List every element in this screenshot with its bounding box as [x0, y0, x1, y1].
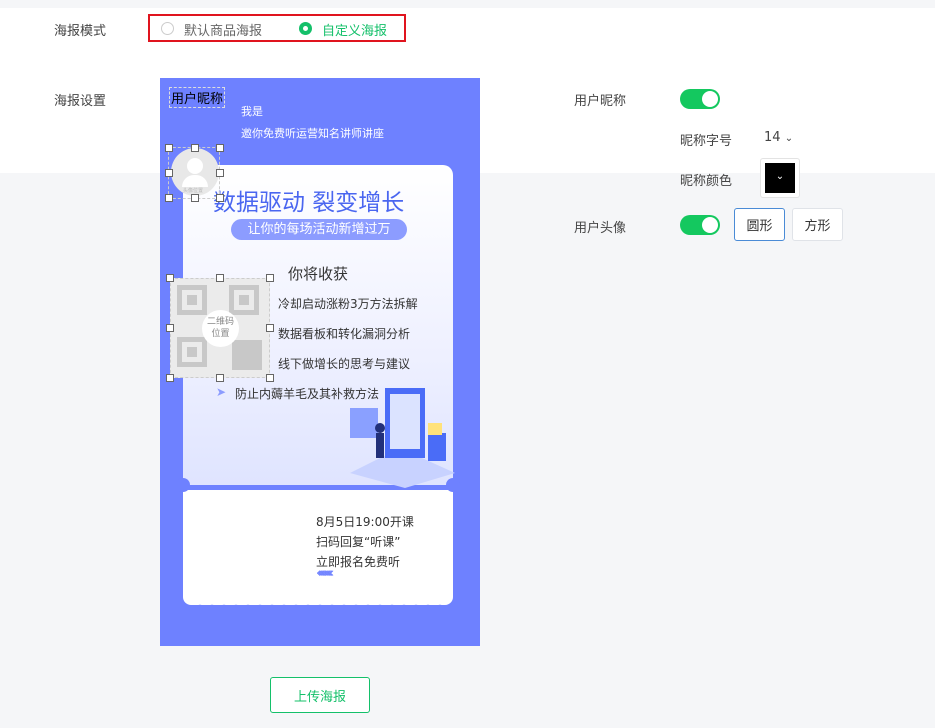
- chevron-down-icon: ⌄: [765, 163, 795, 193]
- poster-gain-title: 你将收获: [288, 265, 349, 283]
- ticket-notch-right: [446, 478, 460, 492]
- resize-handle[interactable]: [165, 194, 173, 202]
- poster-headline: 数据驱动 裂变增长: [213, 190, 405, 216]
- nickname-placeholder[interactable]: 用户昵称: [169, 87, 226, 108]
- poster-line-2: 邀你免费听运营知名讲师讲座: [241, 127, 384, 140]
- resize-handle[interactable]: [216, 144, 224, 152]
- color-label: 昵称颜色: [680, 174, 733, 189]
- upload-poster-button[interactable]: 上传海报: [270, 677, 370, 713]
- ticket-line: 8月5日19:00开课: [316, 515, 414, 529]
- resize-handle[interactable]: [166, 324, 174, 332]
- radio-custom-poster-label[interactable]: 自定义海报: [322, 24, 388, 39]
- resize-handle[interactable]: [216, 169, 224, 177]
- poster-canvas: 我是 邀你免费听运营知名讲师讲座 数据驱动 裂变增长 让你的每场活动新增过万 你…: [160, 78, 480, 646]
- resize-handle[interactable]: [266, 274, 274, 282]
- shape-circle-button[interactable]: 圆形: [734, 208, 785, 241]
- qr-caption: 二维码位置: [202, 310, 239, 347]
- poster-mode-label: 海报模式: [54, 24, 107, 39]
- avatar-placeholder-icon[interactable]: 头像位置: [171, 148, 219, 196]
- chevron-down-icon: ⌄: [784, 133, 794, 144]
- poster-mode-radio-group: [148, 14, 406, 42]
- illustration-icon: [350, 388, 455, 488]
- radio-default-poster[interactable]: [161, 22, 174, 35]
- poster-bullet: 防止内薅羊毛及其补救方法: [235, 387, 380, 401]
- radio-default-poster-label[interactable]: 默认商品海报: [184, 24, 263, 39]
- arrows-decoration: ‹‹‹‹‹‹‹‹‹‹‹‹: [316, 566, 335, 581]
- ticket-line: 扫码回复“听课”: [316, 535, 401, 549]
- resize-handle[interactable]: [165, 144, 173, 152]
- avatar-label: 用户头像: [574, 221, 627, 236]
- radio-custom-poster[interactable]: [299, 22, 312, 35]
- resize-handle[interactable]: [166, 374, 174, 382]
- ticket-scallop: [183, 601, 453, 609]
- ticket-line: 立即报名免费听: [316, 555, 401, 569]
- qr-code-icon: [177, 285, 262, 370]
- poster-bullet: 线下做增长的思考与建议: [278, 357, 411, 371]
- resize-handle[interactable]: [216, 194, 224, 202]
- poster-line-1: 我是: [241, 105, 263, 118]
- resize-handle[interactable]: [266, 374, 274, 382]
- poster-ticket: [183, 490, 453, 605]
- poster-subheadline: 让你的每场活动新增过万: [231, 219, 407, 240]
- avatar-toggle[interactable]: [680, 215, 720, 235]
- poster-bullet: 冷却启动涨粉3万方法拆解: [278, 297, 418, 311]
- resize-handle[interactable]: [191, 144, 199, 152]
- color-picker[interactable]: ⌄: [760, 158, 800, 198]
- shape-square-button[interactable]: 方形: [792, 208, 843, 241]
- qr-placeholder[interactable]: 二维码位置: [170, 278, 270, 378]
- poster-bullet: 数据看板和转化漏洞分析: [278, 327, 411, 341]
- resize-handle[interactable]: [266, 324, 274, 332]
- resize-handle[interactable]: [216, 374, 224, 382]
- resize-handle[interactable]: [165, 169, 173, 177]
- font-size-select[interactable]: 14 ⌄: [764, 130, 793, 145]
- font-size-value: 14: [764, 130, 781, 145]
- nickname-toggle[interactable]: [680, 89, 720, 109]
- bullet-pin-icon: ➤: [216, 385, 227, 399]
- ticket-notch-left: [176, 478, 190, 492]
- resize-handle[interactable]: [216, 274, 224, 282]
- avatar-caption: 头像位置: [183, 188, 204, 194]
- resize-handle[interactable]: [191, 194, 199, 202]
- font-size-label: 昵称字号: [680, 134, 733, 149]
- nickname-label: 用户昵称: [574, 94, 627, 109]
- poster-settings-label: 海报设置: [54, 94, 107, 109]
- resize-handle[interactable]: [166, 274, 174, 282]
